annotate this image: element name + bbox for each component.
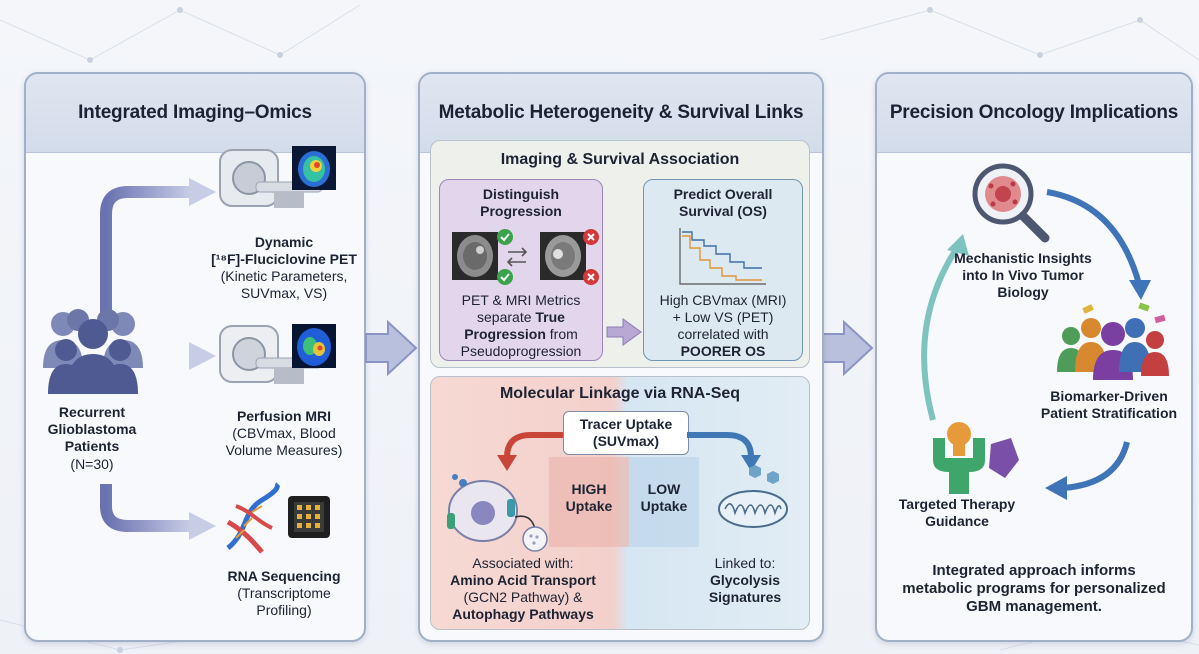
brain-pet-scan-icon: [292, 146, 336, 190]
survival-curve-icon: [679, 228, 766, 285]
swap-icon: [506, 247, 528, 267]
uptake-arrows: [497, 432, 761, 471]
cross-icon: [583, 229, 599, 245]
conclusion-text: Integrated approach informs metabolic pr…: [902, 562, 1166, 615]
molecular-section-title: Molecular Linkage via RNA-Seq: [499, 385, 741, 402]
check-icon: [497, 269, 513, 285]
connector-arrow-right: [821, 319, 874, 377]
rna-label: RNA Sequencing (Transcriptome Profiling): [227, 568, 341, 618]
cross-icon: [583, 269, 599, 285]
sequencing-chip-icon: [288, 496, 330, 538]
mri-label: Perfusion MRI (CBVmax, Blood Volume Meas…: [225, 408, 343, 458]
people-group-icon: [43, 309, 143, 394]
magnifier-cell-icon: [972, 163, 1050, 243]
high-uptake-band: [549, 457, 629, 547]
distinguish-title: Distinguish Progression: [480, 186, 562, 219]
distinguish-box: Distinguish Progression PET: [439, 179, 603, 361]
patients-count: (N=30): [70, 456, 114, 472]
imaging-section-title: Imaging & Survival Association: [500, 151, 740, 168]
biomarker-label: Biomarker-Driven Patient Stratification: [1040, 388, 1178, 421]
predict-text: High CBVmax (MRI) + Low VS (PET) correla…: [659, 292, 787, 359]
imaging-survival-section: Imaging & Survival Association Distingui…: [430, 140, 810, 368]
dna-helix-icon: [226, 482, 281, 554]
scan-comparison-icon: [452, 232, 586, 280]
molecular-section: Molecular Linkage via RNA-Seq Tracer Upt…: [430, 376, 810, 630]
low-uptake-band: [629, 457, 699, 547]
cell-icon: [447, 474, 548, 552]
mitochondria-icon: [718, 465, 788, 528]
cycle-arrows: [921, 189, 1151, 500]
predict-box: Predict Overall Survival (OS) High CBVma…: [643, 179, 803, 361]
panel-integrated-imaging-omics: Integrated Imaging–Omics Recurrent Gliob…: [24, 72, 366, 642]
glycolysis-text: Linked to: Glycolysis Signatures: [708, 555, 782, 605]
tracer-uptake-box: Tracer Uptake (SUVmax): [563, 411, 689, 455]
high-uptake-label: HIGH Uptake: [565, 481, 613, 514]
branch-arrows: [100, 178, 216, 540]
tracer-uptake-label: Tracer Uptake (SUVmax): [579, 416, 673, 449]
pet-scanner-icon: [219, 149, 323, 208]
panel-title: Integrated Imaging–Omics: [26, 74, 364, 153]
stratified-people-icon: [1057, 302, 1169, 380]
panel-precision-oncology: Precision Oncology Implications Mechanis…: [875, 72, 1193, 642]
low-uptake-label: LOW Uptake: [640, 481, 688, 514]
panel-title: Metabolic Heterogeneity & Survival Links: [420, 74, 822, 153]
association-arrow: [606, 318, 642, 346]
predict-title: Predict Overall Survival (OS): [673, 186, 773, 219]
receptor-drug-icon: [933, 422, 1019, 494]
mechanistic-label: Mechanistic Insights: [954, 250, 1092, 266]
brain-mri-scan-icon: [292, 324, 336, 368]
pet-label: Dynamic [¹⁸F]-Fluciclovine PET (Kinetic …: [211, 234, 357, 301]
connector-arrow-left: [365, 319, 418, 377]
amino-acid-text: Associated with: Amino Acid Transport (G…: [450, 555, 596, 622]
check-icon: [497, 229, 513, 245]
panel-metabolic-heterogeneity: Metabolic Heterogeneity & Survival Links…: [418, 72, 824, 642]
mechanistic-label-cont: into In Vivo Tumor Biology: [962, 267, 1084, 300]
distinguish-text: PET & MRI Metrics separate True Progress…: [460, 292, 582, 359]
therapy-label: Targeted Therapy Guidance: [898, 496, 1016, 529]
patients-label: Recurrent Glioblastoma Patients: [47, 404, 137, 454]
panel-title: Precision Oncology Implications: [877, 74, 1191, 153]
